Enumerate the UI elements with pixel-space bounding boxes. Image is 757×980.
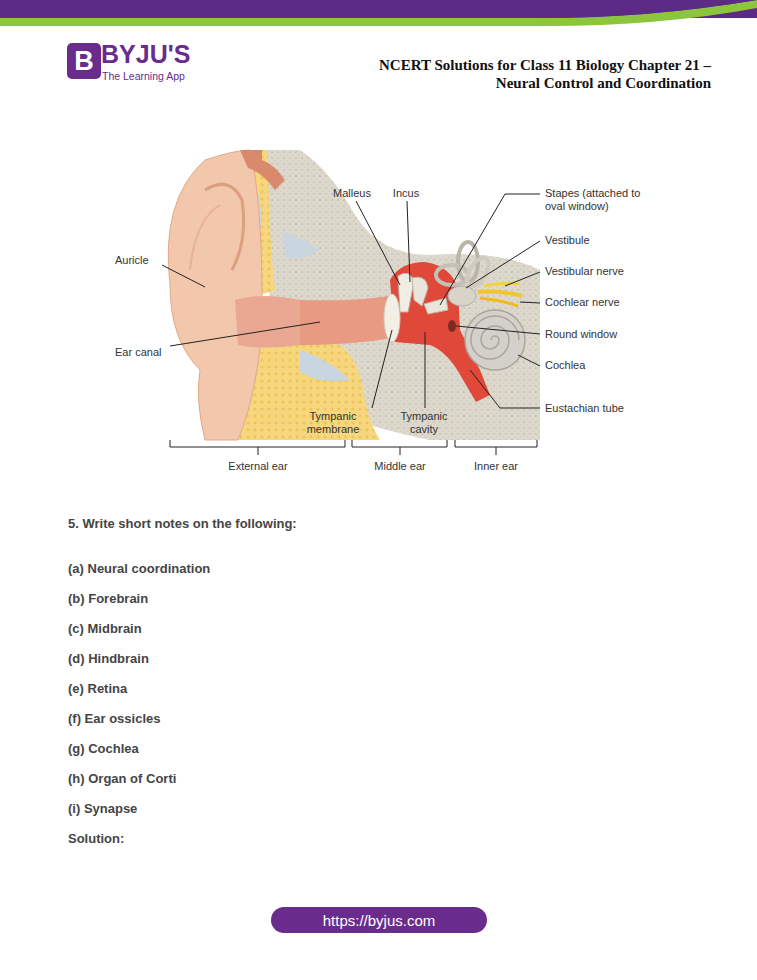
region-label: External ear xyxy=(228,460,287,473)
region-label: Middle ear xyxy=(374,460,425,473)
part-label: Malleus xyxy=(333,187,371,200)
part-label: Cochlear nerve xyxy=(545,296,620,309)
page-header: NCERT Solutions for Class 11 Biology Cha… xyxy=(366,56,711,92)
part-label: Stapes (attached to oval window) xyxy=(545,187,657,213)
question-item: (d) Hindbrain xyxy=(68,651,149,667)
part-label: Eustachian tube xyxy=(545,402,624,415)
top-band xyxy=(0,0,757,26)
question-item: (h) Organ of Corti xyxy=(68,771,176,787)
footer-url-pill: https://byjus.com xyxy=(271,907,487,933)
part-label: Round window xyxy=(545,328,617,341)
ear-illustration xyxy=(168,150,540,440)
part-label: Tympanic membrane xyxy=(298,410,368,436)
brand-name: BYJU'S xyxy=(101,40,190,68)
logo-mark: B xyxy=(67,43,101,79)
solution-heading: Solution: xyxy=(68,831,124,847)
question-item: (f) Ear ossicles xyxy=(68,711,161,727)
question-item: (i) Synapse xyxy=(68,801,137,817)
region-brackets xyxy=(170,440,537,455)
brand-tagline: The Learning App xyxy=(102,70,185,83)
part-label: Vestibule xyxy=(545,234,590,247)
part-label: Vestibular nerve xyxy=(545,265,624,278)
part-label: Incus xyxy=(393,187,419,200)
node-text: B xyxy=(74,46,94,77)
node-text: https://byjus.com xyxy=(323,912,436,929)
question-item: (e) Retina xyxy=(68,681,127,697)
leader-lines xyxy=(162,194,540,408)
part-label: Cochlea xyxy=(545,359,585,372)
question-text: 5. Write short notes on the following: xyxy=(68,516,297,532)
question-item: (c) Midbrain xyxy=(68,621,142,637)
question-item: (g) Cochlea xyxy=(68,741,139,757)
part-label: Auricle xyxy=(115,254,149,267)
region-label: Inner ear xyxy=(474,460,518,473)
part-label: Ear canal xyxy=(115,346,161,359)
question-item: (a) Neural coordination xyxy=(68,561,210,577)
question-item: (b) Forebrain xyxy=(68,591,148,607)
part-label: Tympanic cavity xyxy=(389,410,459,436)
